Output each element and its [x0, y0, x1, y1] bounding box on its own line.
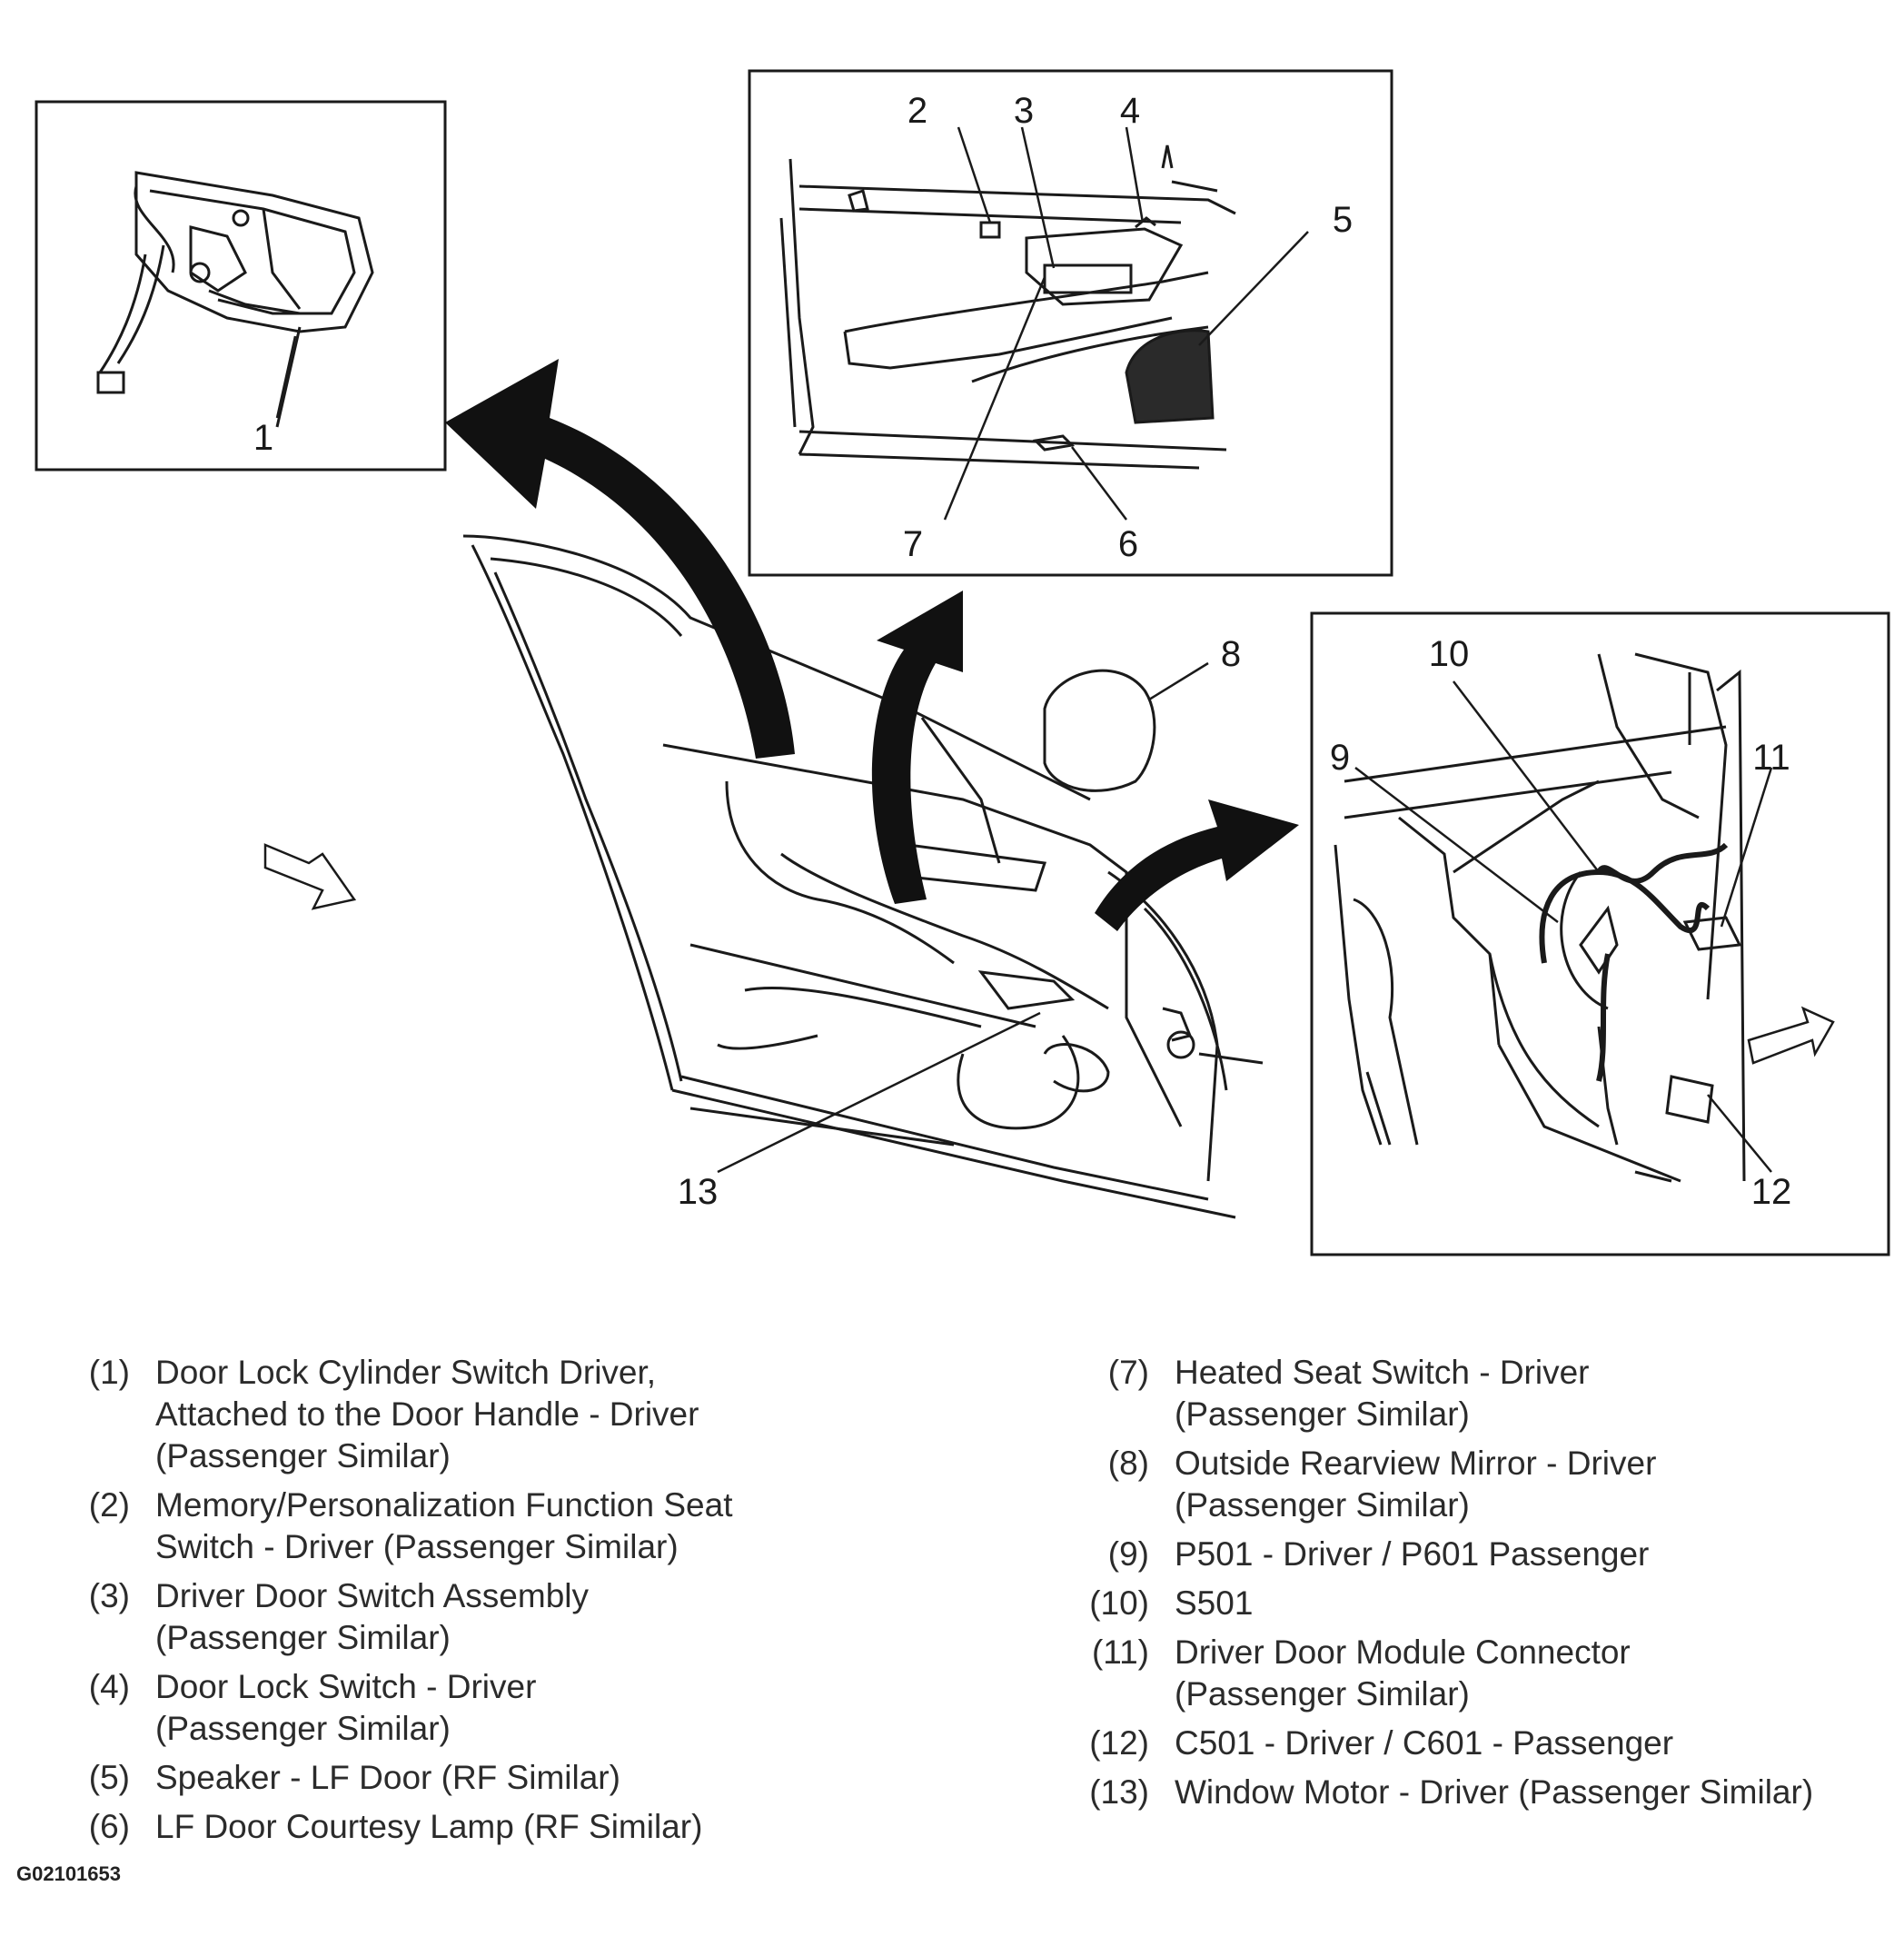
curved-arrow-to-trim: [871, 591, 963, 904]
legend-text: Outside Rearview Mirror - Driver (Passen…: [1175, 1445, 1657, 1524]
legend-number: (7): [1107, 1354, 1149, 1391]
callout-3: 3: [1014, 91, 1034, 131]
speaker-graphic: [1125, 329, 1215, 424]
legend-item: (10) S501: [1045, 1583, 1899, 1624]
legend-item: (8) Outside Rearview Mirror - Driver (Pa…: [1045, 1443, 1899, 1526]
front-direction-arrow-right: [1747, 1006, 1835, 1065]
legend-number: (1): [88, 1354, 130, 1391]
legend-right-column: (7) Heated Seat Switch - Driver (Passeng…: [1045, 1352, 1899, 1821]
legend-number: (11): [1091, 1633, 1149, 1671]
legend-item: (3) Driver Door Switch Assembly (Passeng…: [50, 1575, 1013, 1659]
legend-text: Speaker - LF Door (RF Similar): [155, 1759, 620, 1796]
legend-number: (6): [88, 1808, 130, 1845]
legend-number: (13): [1089, 1773, 1149, 1811]
callout-9: 9: [1330, 738, 1350, 778]
legend-number: (8): [1107, 1445, 1149, 1482]
callout-10: 10: [1429, 634, 1470, 674]
legend-text: Door Lock Cylinder Switch Driver, Attach…: [155, 1354, 699, 1474]
legend-number: (5): [88, 1759, 130, 1796]
callout-5: 5: [1333, 200, 1353, 240]
legend-item: (4) Door Lock Switch - Driver (Passenger…: [50, 1666, 1013, 1750]
harness-drawing: [1334, 652, 1746, 1183]
connector-c501-graphic: [1665, 1075, 1714, 1124]
legend-text: S501: [1175, 1584, 1254, 1622]
legend-text: C501 - Driver / C601 - Passenger: [1175, 1724, 1674, 1762]
inset-door-handle: [35, 100, 447, 472]
legend-text: LF Door Courtesy Lamp (RF Similar): [155, 1808, 703, 1845]
connector-graphic: [1682, 916, 1742, 951]
wiring-harness-branch: [1596, 842, 1729, 884]
legend-text: Memory/Personalization Function Seat Swi…: [155, 1486, 733, 1565]
legend-text: Window Motor - Driver (Passenger Similar…: [1175, 1773, 1814, 1811]
front-direction-arrow-left: [263, 843, 357, 910]
legend-text: Driver Door Switch Assembly (Passenger S…: [155, 1577, 590, 1656]
legend-item: (6) LF Door Courtesy Lamp (RF Similar): [50, 1806, 1013, 1848]
legend-left-column: (1) Door Lock Cylinder Switch Driver, At…: [50, 1352, 1013, 1855]
callout-12: 12: [1751, 1172, 1792, 1212]
leader-lines: [275, 126, 1773, 1174]
outside-mirror-graphic: [1043, 669, 1156, 792]
legend-number: (10): [1089, 1584, 1149, 1622]
legend-item: (11) Driver Door Module Connector (Passe…: [1045, 1632, 1899, 1715]
legend-number: (3): [88, 1577, 130, 1614]
legend-text: Door Lock Switch - Driver (Passenger Sim…: [155, 1668, 537, 1747]
callout-4: 4: [1120, 91, 1140, 131]
legend-item: (5) Speaker - LF Door (RF Similar): [50, 1757, 1013, 1799]
callout-7: 7: [903, 524, 923, 564]
legend-item: (1) Door Lock Cylinder Switch Driver, At…: [50, 1352, 1013, 1477]
legend-item: (13) Window Motor - Driver (Passenger Si…: [1045, 1772, 1899, 1813]
legend-number: (4): [88, 1668, 130, 1705]
legend-item: (9) P501 - Driver / P601 Passenger: [1045, 1534, 1899, 1575]
callout-1: 1: [253, 418, 273, 458]
wiring-harness-drop: [1596, 953, 1611, 1082]
callout-2: 2: [907, 91, 927, 131]
callout-8: 8: [1221, 634, 1241, 674]
legend-number: (9): [1107, 1535, 1149, 1573]
curved-arrow-to-handle: [445, 359, 795, 759]
figure-id: G02101653: [16, 1862, 121, 1885]
legend-number: (12): [1089, 1724, 1149, 1762]
legend-item: (12) C501 - Driver / C601 - Passenger: [1045, 1723, 1899, 1764]
callout-13: 13: [678, 1172, 719, 1212]
legend-text: P501 - Driver / P601 Passenger: [1175, 1535, 1650, 1573]
inset-harness-view: [1310, 611, 1890, 1256]
inset-door-trim: [748, 69, 1393, 577]
legend-item: (7) Heated Seat Switch - Driver (Passeng…: [1045, 1352, 1899, 1435]
curved-arrow-to-harness: [1095, 799, 1299, 931]
legend-item: (2) Memory/Personalization Function Seat…: [50, 1484, 1013, 1568]
legend-text: Heated Seat Switch - Driver (Passenger S…: [1175, 1354, 1590, 1433]
legend-text: Driver Door Module Connector (Passenger …: [1175, 1633, 1631, 1713]
wiring-harness-line: [1539, 869, 1711, 964]
legend-number: (2): [88, 1486, 130, 1524]
door-handle-drawing: [96, 171, 374, 428]
door-components-diagram: 1 2 3 4 5 6 7 8 9 10 11 12 13: [35, 69, 1890, 1256]
callout-labels: 1 2 3 4 5 6 7 8 9 10 11 12 13: [253, 91, 1791, 1212]
callout-6: 6: [1118, 524, 1138, 564]
callout-11: 11: [1752, 738, 1790, 778]
